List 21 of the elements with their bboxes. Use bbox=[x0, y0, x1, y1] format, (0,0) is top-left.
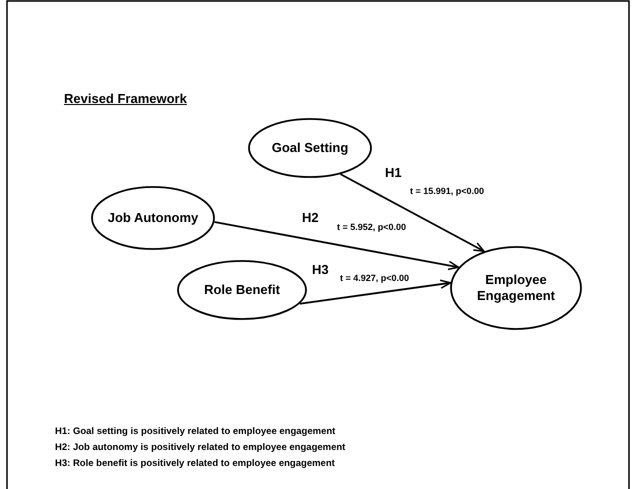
node-label: Employee Engagement bbox=[476, 272, 556, 304]
title: Revised Framework bbox=[64, 91, 187, 106]
hypothesis-note: H3: Role benefit is positively related to employee engagement bbox=[55, 458, 335, 469]
edge-label: H3 bbox=[312, 262, 329, 277]
node-label: Goal Setting bbox=[272, 140, 348, 156]
arrow bbox=[340, 173, 485, 252]
hypothesis-note: H1: Goal setting is positively related to employee engagement bbox=[55, 426, 336, 437]
statistic-label: t = 4.927, p<0.00 bbox=[340, 273, 410, 283]
ellipse-node bbox=[450, 246, 582, 330]
statistic-label: t = 15.991, p<0.00 bbox=[410, 186, 484, 196]
statistic-label: t = 5.952, p<0.00 bbox=[337, 222, 406, 232]
ellipse-node bbox=[177, 260, 307, 320]
ellipse-node bbox=[248, 118, 372, 178]
arrow bbox=[214, 221, 460, 270]
edge-label: H2 bbox=[302, 210, 319, 225]
hypothesis-note: H2: Job autonomy is positively related to employee engagement bbox=[55, 442, 346, 453]
node-label: Job Autonomy bbox=[108, 210, 198, 226]
node-label: Role Benefit bbox=[204, 282, 280, 298]
edge-label: H1 bbox=[385, 165, 402, 180]
ellipse-node bbox=[91, 186, 215, 250]
arrow bbox=[300, 279, 452, 305]
